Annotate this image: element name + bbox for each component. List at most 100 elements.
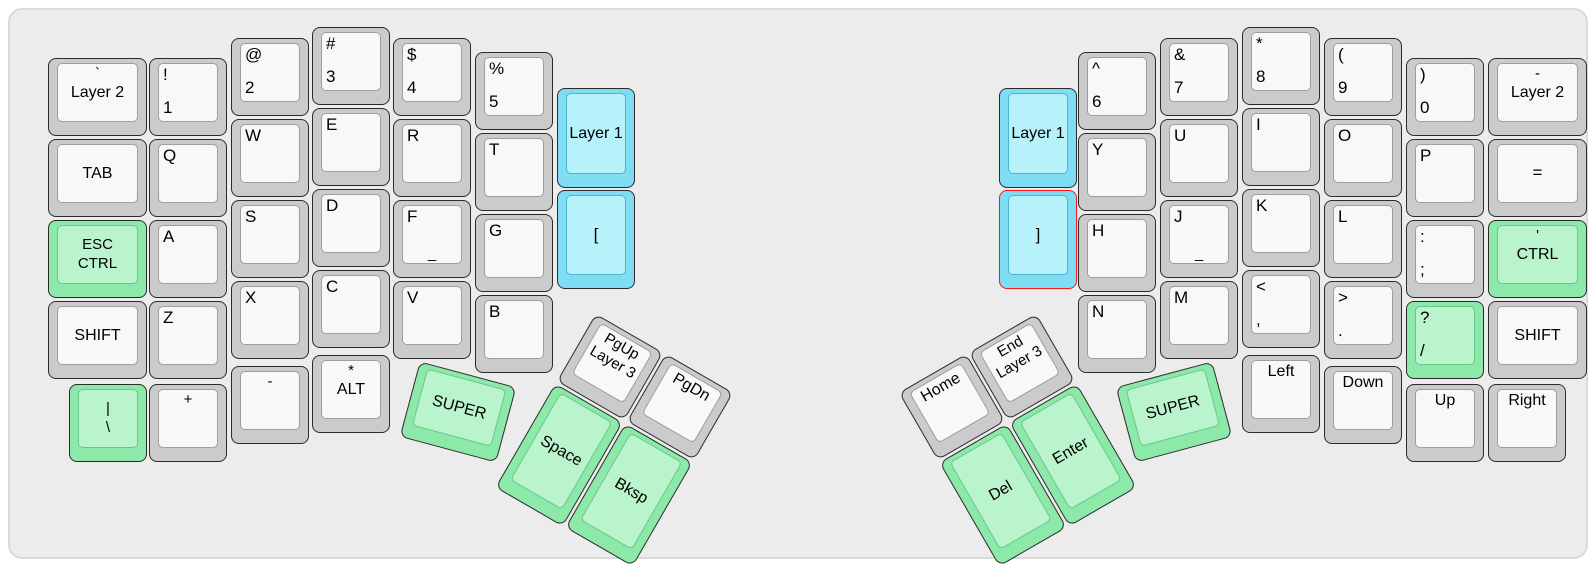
key-label: Up [1434, 392, 1456, 409]
key-1[interactable]: !1 [149, 58, 227, 136]
key-label: * [348, 362, 354, 379]
key-5[interactable]: %5 [475, 52, 553, 130]
key-label: , [1256, 310, 1261, 330]
key-super-left[interactable]: SUPER [399, 361, 517, 463]
key-shift-left[interactable]: SHIFT [48, 301, 147, 379]
key-label: PgUp Layer 3 [586, 329, 643, 383]
key-a[interactable]: A [149, 220, 227, 298]
key-label: + [183, 391, 193, 408]
key-arrow-up[interactable]: Up [1406, 384, 1484, 462]
key-label: CTRL [1516, 245, 1559, 263]
key-star-alt[interactable]: *ALT [312, 355, 390, 433]
key-label: T [489, 140, 500, 159]
key-label: End Layer 3 [993, 332, 1046, 383]
key-arrow-down[interactable]: Down [1324, 366, 1402, 444]
key-label: Layer 1 [569, 124, 623, 142]
key-label: J [1174, 207, 1183, 226]
key-e[interactable]: E [312, 108, 390, 186]
key-i[interactable]: I [1242, 108, 1320, 186]
key-arrow-right[interactable]: Right [1488, 384, 1566, 462]
key-x[interactable]: X [231, 281, 309, 359]
key-m[interactable]: M [1160, 281, 1238, 359]
key-label: ) [1420, 65, 1426, 84]
key-p[interactable]: P [1406, 139, 1484, 217]
key-q[interactable]: Q [149, 139, 227, 217]
key-left-bracket[interactable]: [ [557, 190, 635, 289]
key-plus[interactable]: + [149, 384, 227, 462]
key-d[interactable]: D [312, 189, 390, 267]
key-label: A [163, 227, 175, 246]
keycap-surface: Q [158, 144, 218, 203]
key-v[interactable]: V [393, 281, 471, 359]
key-4[interactable]: $4 [393, 38, 471, 116]
key-2[interactable]: @2 [231, 38, 309, 116]
key-z[interactable]: Z [149, 301, 227, 379]
key-quote-ctrl[interactable]: 'CTRL [1488, 220, 1587, 298]
key-k[interactable]: K [1242, 189, 1320, 267]
key-f[interactable]: F_ [393, 200, 471, 278]
key-label: ( [1338, 45, 1344, 64]
key-label: < [1256, 277, 1266, 296]
key-g[interactable]: G [475, 214, 553, 292]
keycap-surface: PgUp Layer 3 [571, 322, 653, 404]
key-label: 2 [245, 78, 255, 98]
key-label: SHIFT [1514, 326, 1561, 344]
key-comma[interactable]: <, [1242, 270, 1320, 348]
key-n[interactable]: N [1078, 295, 1156, 373]
key-semicolon[interactable]: :; [1406, 220, 1484, 298]
key-label: SHIFT [74, 326, 121, 344]
key-b[interactable]: B [475, 295, 553, 373]
key-label: Z [163, 308, 174, 327]
key-8[interactable]: *8 [1242, 27, 1320, 105]
key-tab[interactable]: TAB [48, 139, 147, 217]
key-equals[interactable]: = [1488, 139, 1587, 217]
key-label: S [245, 207, 257, 226]
key-o[interactable]: O [1324, 119, 1402, 197]
key-3[interactable]: #3 [312, 27, 390, 105]
key-l[interactable]: L [1324, 200, 1402, 278]
key-minus-left[interactable]: - [231, 366, 309, 444]
key-u[interactable]: U [1160, 119, 1238, 197]
key-label: N [1092, 302, 1105, 321]
key-right-bracket[interactable]: ] [999, 190, 1077, 289]
key-0[interactable]: )0 [1406, 58, 1484, 136]
keycap-surface: &7 [1169, 43, 1229, 102]
key-esc-ctrl[interactable]: ESC CTRL [48, 220, 147, 298]
key-label: Layer 2 [70, 83, 125, 101]
key-question-slash[interactable]: ?/ [1406, 301, 1484, 379]
keycap-surface: SHIFT [57, 306, 138, 365]
key-layer1-right[interactable]: Layer 1 [999, 88, 1077, 188]
key-grave-layer2[interactable]: `Layer 2 [48, 58, 147, 136]
key-s[interactable]: S [231, 200, 309, 278]
key-super-right[interactable]: SUPER [1115, 361, 1233, 463]
key-label: 4 [407, 78, 417, 98]
key-pipe-backslash[interactable]: | \ [69, 384, 147, 462]
key-9[interactable]: (9 [1324, 38, 1402, 116]
key-label: % [489, 59, 505, 78]
keycap-surface: :; [1415, 225, 1475, 284]
keycap-surface: Down [1333, 371, 1393, 430]
key-minus-layer2[interactable]: -Layer 2 [1488, 58, 1587, 136]
keycap-surface: )0 [1415, 63, 1475, 122]
key-label: _ [1194, 244, 1204, 262]
keycap-surface: F_ [402, 205, 462, 264]
key-layer1-left[interactable]: Layer 1 [557, 88, 635, 188]
key-t[interactable]: T [475, 133, 553, 211]
key-r[interactable]: R [393, 119, 471, 197]
key-label: 8 [1256, 67, 1266, 87]
keycap-surface: Layer 1 [1008, 93, 1068, 174]
key-label: ^ [1092, 59, 1100, 78]
key-w[interactable]: W [231, 119, 309, 197]
key-6[interactable]: ^6 [1078, 52, 1156, 130]
key-y[interactable]: Y [1078, 133, 1156, 211]
key-h[interactable]: H [1078, 214, 1156, 292]
key-shift-right[interactable]: SHIFT [1488, 301, 1587, 379]
key-j[interactable]: J_ [1160, 200, 1238, 278]
key-period[interactable]: >. [1324, 281, 1402, 359]
key-label: | \ [105, 400, 111, 436]
key-c[interactable]: C [312, 270, 390, 348]
keycap-surface: >. [1333, 286, 1393, 345]
key-arrow-left[interactable]: Left [1242, 355, 1320, 433]
key-7[interactable]: &7 [1160, 38, 1238, 116]
